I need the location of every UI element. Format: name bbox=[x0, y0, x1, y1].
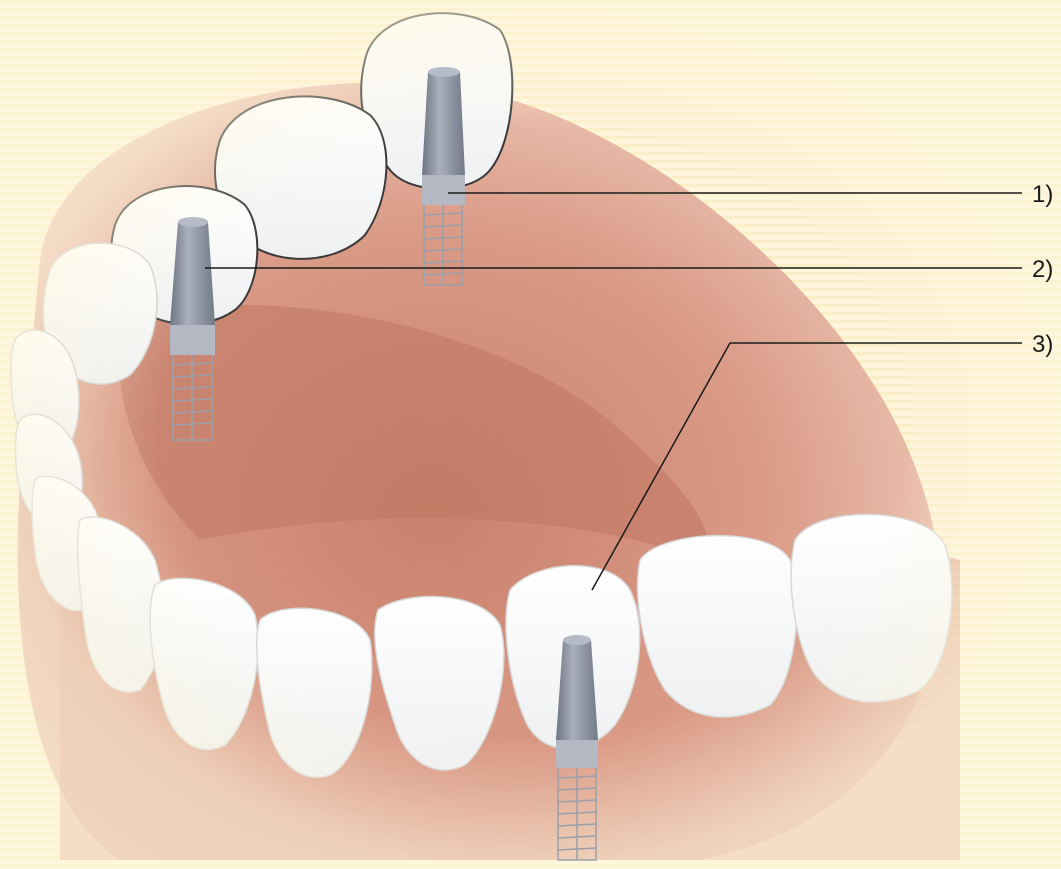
callout-label-2: 2) bbox=[1032, 258, 1053, 282]
callout-label-1: 1) bbox=[1032, 183, 1053, 207]
callout-label-3: 3) bbox=[1032, 333, 1053, 357]
